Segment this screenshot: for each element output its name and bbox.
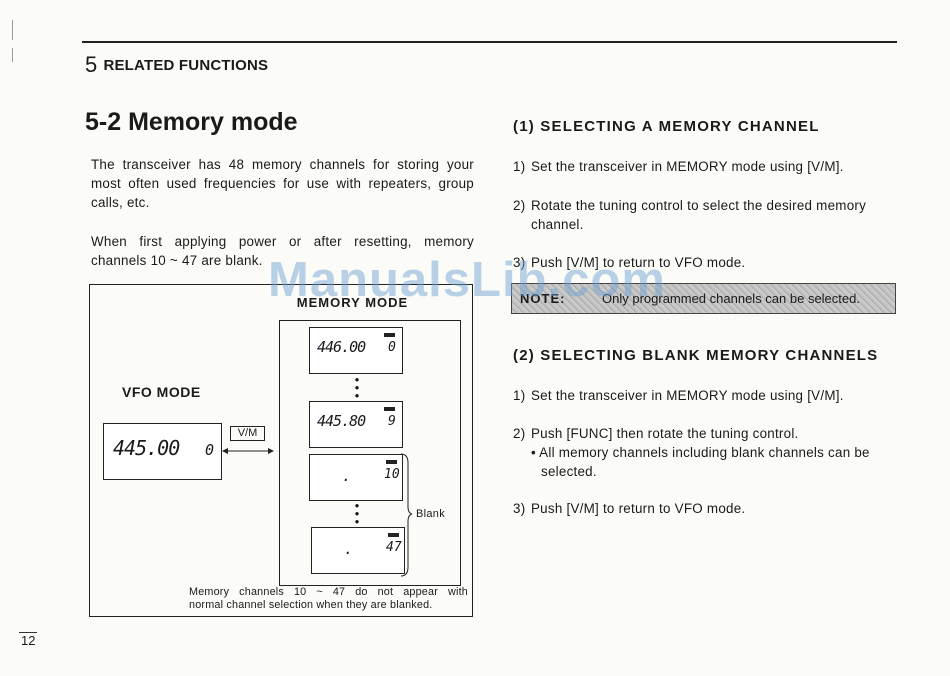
memory-channel: 47 [386,540,402,555]
blank-label: Blank [416,508,446,520]
memory-channel: 10 [384,467,400,482]
note-label: NOTE: [520,291,566,306]
step-bullet-continued: selected. [541,464,597,479]
step-number: 3) [513,255,526,270]
memory-lcd-display: 445.80 9 [309,401,403,448]
memory-indicator-icon [388,533,399,537]
step-item: 2) Push [FUNC] then rotate the tuning con… [513,424,898,481]
memory-frequency: . [342,467,351,485]
caption-line: Memory channels 10 ~ 47 do not appear wi… [189,586,468,598]
step-item: 3) Push [V/M] to return to VFO mode. [513,253,898,272]
memory-indicator-icon [386,460,397,464]
vfo-channel: 0 [205,441,215,459]
step-text: Rotate the tuning control to select the … [531,198,867,213]
intro-paragraph-2: When first applying power or after reset… [91,234,474,268]
vm-key-icon: V/M [230,426,265,441]
step-number: 1) [513,159,526,174]
step-number: 1) [513,388,526,403]
memory-channel: 9 [388,414,396,429]
double-arrow-icon [222,448,274,454]
step-text: Set the transceiver in MEMORY mode using… [531,388,844,403]
note-text: Only programmed channels can be selected… [602,291,860,306]
note-bar: NOTE: Only programmed channels can be se… [511,283,896,314]
memory-frequency: 445.80 [317,412,366,430]
step-bullet: • All memory channels including blank ch… [531,445,870,460]
page-title: 5-2 Memory mode [85,108,298,136]
vertical-dots-icon: ●●● [354,501,360,526]
step-item: 2) Rotate the tuning control to select th… [513,196,898,234]
mode-diagram-frame [89,284,473,617]
section-header: 5 RELATED FUNCTIONS [85,52,268,78]
watermark: ManualsLib.com [268,253,666,307]
section-number: 5 [85,52,98,77]
blank-brace-icon [400,453,413,577]
memory-indicator-icon [384,407,395,411]
step-item: 1) Set the transceiver in MEMORY mode usi… [513,157,898,176]
vfo-frequency: 445.00 [113,436,180,460]
caption-line: normal channel selection when they are b… [189,599,433,611]
memory-frequency: 446.00 [317,338,366,356]
intro-paragraph-1: The transceiver has 48 memory channels f… [91,157,474,210]
section-title: RELATED FUNCTIONS [103,57,269,74]
memory-lcd-display: . 47 [311,527,405,574]
section-1-heading: (1) SELECTING A MEMORY CHANNEL [513,118,820,135]
step-text: Push [FUNC] then rotate the tuning contr… [531,426,799,441]
margin-mark [12,48,13,62]
step-item: 1) Set the transceiver in MEMORY mode usi… [513,386,898,405]
step-text-continued: channel. [531,217,584,232]
diagram-caption: Memory channels 10 ~ 47 do not appear wi… [189,586,468,612]
step-text: Push [V/M] to return to VFO mode. [531,255,746,270]
step-text: Push [V/M] to return to VFO mode. [531,501,746,516]
vfo-lcd-display: 445.00 0 [103,423,222,480]
memory-lcd-display: 446.00 0 [309,327,403,374]
page-number: 12 [19,632,38,648]
section-2-heading: (2) SELECTING BLANK MEMORY CHANNELS [513,347,879,364]
header-rule [82,41,897,43]
memory-lcd-display: . 10 [309,454,403,501]
memory-indicator-icon [384,333,395,337]
step-text: Set the transceiver in MEMORY mode using… [531,159,844,174]
margin-mark [12,20,13,40]
step-number: 3) [513,501,526,516]
vertical-dots-icon: ●●● [354,375,360,400]
memory-channel: 0 [388,340,396,355]
vfo-mode-label: VFO MODE [122,384,201,400]
step-item: 3) Push [V/M] to return to VFO mode. [513,499,898,518]
memory-mode-box [279,320,461,586]
memory-frequency: . [344,540,353,558]
memory-mode-title: MEMORY MODE [280,295,425,310]
step-number: 2) [513,198,526,213]
step-number: 2) [513,426,526,441]
